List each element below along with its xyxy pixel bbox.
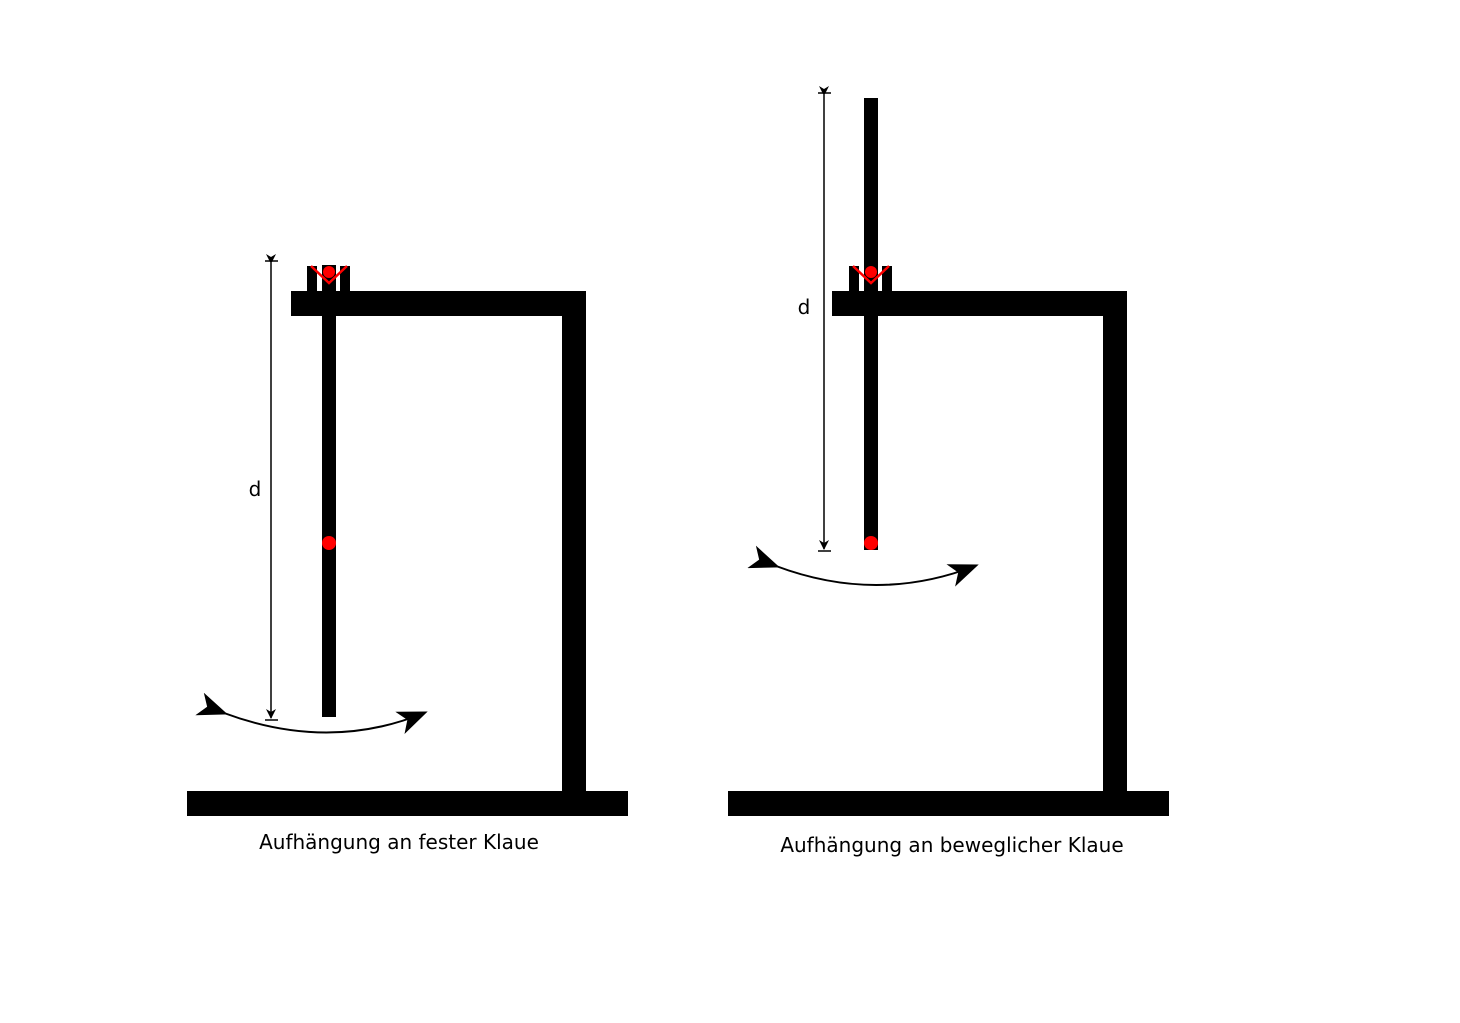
center-of-mass-point [864, 536, 878, 550]
stand-upright [1103, 291, 1127, 801]
pivot-point [865, 266, 877, 278]
stand-arm [832, 291, 1127, 316]
clamp-jaw-right [340, 266, 350, 292]
clamp-jaw-left [307, 266, 317, 292]
dimension-label: d [249, 477, 262, 501]
swing-arrow [747, 545, 979, 587]
stand-base [728, 791, 1169, 816]
stand-frame [187, 291, 628, 816]
stand-base [187, 791, 628, 816]
clamp-jaws [849, 266, 892, 292]
panel-fixed-clamp: d Aufhängung an fester Klaue [187, 254, 628, 854]
pendulum-rod [322, 265, 336, 717]
stand-frame [728, 291, 1169, 816]
dimension-d: d [249, 254, 278, 721]
clamp-jaw-left [849, 266, 859, 292]
swing-arrow [195, 692, 428, 734]
panel-caption: Aufhängung an fester Klaue [259, 830, 539, 854]
panel-caption: Aufhängung an beweglicher Klaue [780, 833, 1123, 857]
stand-upright [562, 291, 586, 801]
dimension-d: d [798, 86, 831, 552]
clamp-jaw-right [882, 266, 892, 292]
pivot-v-marker [852, 265, 890, 285]
clamp-jaws [307, 266, 350, 292]
pivot-point [323, 266, 335, 278]
stand-arm [291, 291, 586, 316]
pivot-v-marker [310, 265, 348, 285]
panel-movable-clamp: d Aufhängung an beweglicher Klaue [728, 86, 1169, 857]
pendulum-rod [864, 98, 878, 550]
center-of-mass-point [322, 536, 336, 550]
dimension-label: d [798, 295, 811, 319]
